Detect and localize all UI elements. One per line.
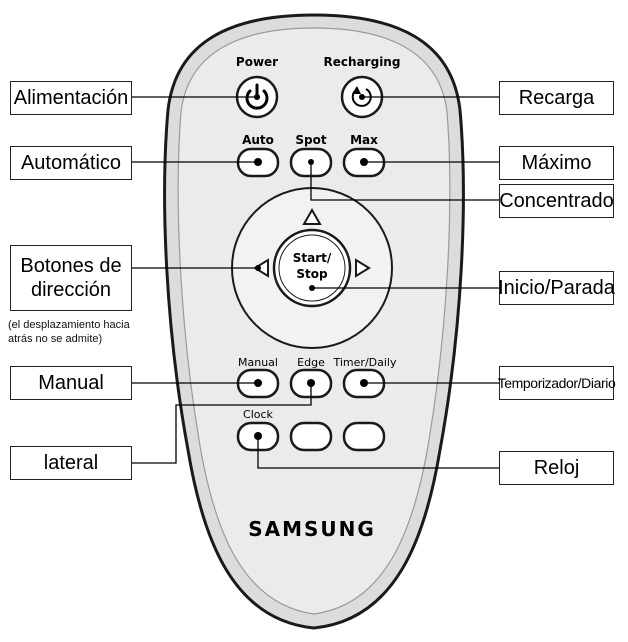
botones-line-1: Botones de [20, 255, 122, 277]
callout-recarga: Recarga [499, 81, 614, 115]
recharging-label: Recharging [324, 55, 401, 69]
start-stop-inner [278, 234, 346, 302]
botones-note: (el desplazamiento hacia atrás no se adm… [8, 319, 130, 347]
auto-label: Auto [242, 133, 274, 147]
edge-label: Edge [297, 356, 325, 369]
triangle-left-icon[interactable] [253, 258, 269, 278]
callout-automatico: Automático [10, 146, 132, 180]
blank-button-1[interactable] [289, 421, 333, 452]
callout-reloj: Reloj [499, 451, 614, 485]
callout-inicio-parada: Inicio/Parada [498, 271, 615, 305]
triangle-up-icon[interactable] [302, 207, 322, 225]
botones-note-line-2: atrás no se admite) [8, 332, 103, 345]
blank-button-2[interactable] [342, 421, 386, 452]
timer-daily-label: Timer/Daily [333, 356, 397, 369]
leader-lines [132, 96, 499, 469]
max-label: Max [350, 133, 378, 147]
callout-temporizador: Temporizador/Diario [498, 366, 616, 400]
callout-alimentacion: Alimentación [10, 81, 132, 115]
botones-note-line-1: (el desplazamiento hacia [8, 319, 130, 331]
clock-label: Clock [243, 408, 274, 421]
brand-logo: SAMSUNG [248, 517, 376, 541]
leader-reloj [257, 436, 499, 469]
callout-manual: Manual [10, 366, 132, 400]
triangle-right-icon[interactable] [355, 258, 371, 278]
callout-maximo: Máximo [499, 146, 614, 180]
callout-botones-direccion: Botones de dirección [10, 245, 132, 311]
start-stop-button[interactable] [272, 228, 352, 308]
recharge-arrow-icon [351, 86, 372, 107]
leader-concentrado [310, 162, 499, 201]
spot-label: Spot [295, 133, 326, 147]
callout-concentrado: Concentrado [499, 184, 614, 218]
botones-line-2: dirección [30, 279, 112, 301]
leader-lateral [132, 383, 312, 464]
manual-label: Manual [238, 356, 278, 369]
power-label: Power [236, 55, 278, 69]
leader-dots [254, 94, 365, 386]
start-stop-label-1: Start/ [293, 251, 332, 265]
start-stop-label-2: Stop [296, 267, 328, 281]
callout-lateral: lateral [10, 446, 132, 480]
